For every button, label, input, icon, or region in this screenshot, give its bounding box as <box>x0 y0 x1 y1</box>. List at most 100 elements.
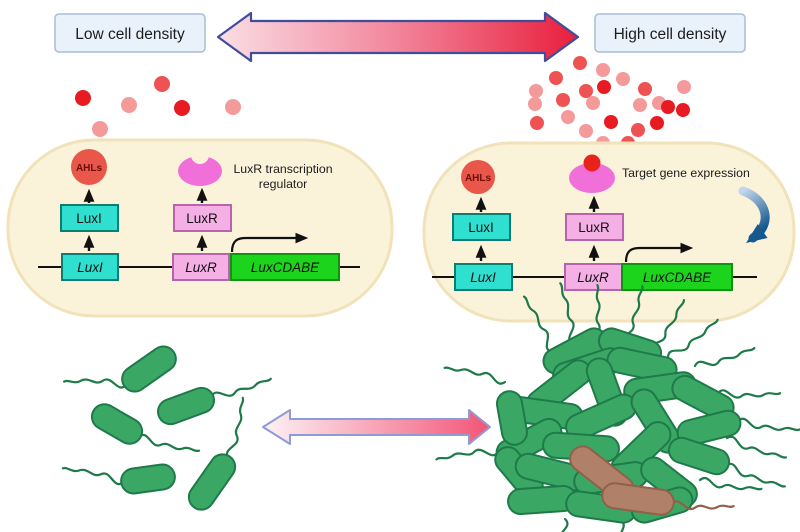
biofilm-bacteria-cluster <box>435 282 800 532</box>
flagellum <box>63 378 128 389</box>
cell-low-density: AHLs LuxR transcription regulator LuxI L… <box>6 138 394 318</box>
ahl-dot <box>528 97 542 111</box>
luxr-protein-label: LuxR <box>186 211 218 226</box>
bacterium <box>676 409 742 447</box>
low-density-label: Low cell density <box>75 26 185 43</box>
flagellum <box>670 500 735 511</box>
bacterium <box>667 436 731 476</box>
luxr-receptor-shape <box>178 156 222 186</box>
flagellum <box>666 318 719 359</box>
flagellum <box>693 346 756 368</box>
luxi-gene-label: LuxI <box>77 260 103 275</box>
bacterium <box>187 453 237 511</box>
flagellum <box>559 282 575 346</box>
luxi-gene-box <box>61 253 119 281</box>
bacterium <box>601 482 675 516</box>
ahl-dot <box>75 90 91 106</box>
ahl-dot <box>174 100 190 116</box>
bacterium <box>495 390 529 446</box>
target-gene-caption: Target gene expression <box>622 166 750 180</box>
flagellum <box>558 517 569 532</box>
ahl-dot <box>677 80 691 94</box>
ahl-label: AHLs <box>76 163 103 174</box>
luxi-protein-box <box>452 213 511 241</box>
ahl-dot <box>561 110 575 124</box>
feedback-curved-arrow <box>738 186 770 243</box>
promoter-arrow <box>624 242 694 263</box>
bacterium <box>156 386 216 426</box>
luxr-gene-label: LuxR <box>577 270 609 285</box>
luxcdabe-gene-label: LuxCDABE <box>251 260 320 275</box>
ahl-dot <box>597 80 611 94</box>
ahl-dots-dense <box>528 56 691 150</box>
bacterium <box>121 345 177 393</box>
luxi-protein-label: LuxI <box>468 220 494 235</box>
luxr-receptor-shape <box>569 163 615 193</box>
ahl-dot <box>92 121 108 137</box>
ahl-dot <box>121 97 137 113</box>
luxi-protein-box <box>60 204 119 232</box>
flagellum <box>225 396 245 460</box>
ahl-label: AHLs <box>465 173 492 184</box>
luxr-protein-label: LuxR <box>578 220 610 235</box>
ahl-dot <box>573 56 587 70</box>
ahl-dot <box>586 96 600 110</box>
ahl-dot <box>530 116 544 130</box>
ahl-dot <box>529 84 543 98</box>
flagellum <box>725 435 788 459</box>
promoter-arrow <box>230 232 309 253</box>
luxr-regulator-caption-line2: regulator <box>259 177 308 191</box>
ahl-dot <box>579 124 593 138</box>
luxr-gene-label: LuxR <box>185 260 217 275</box>
luxr-protein-box <box>173 204 232 232</box>
flagellum <box>522 295 554 354</box>
density-double-arrow-bottom <box>262 409 491 445</box>
planktonic-bacteria-group <box>61 345 272 511</box>
flagellum <box>210 377 272 398</box>
flagellum <box>435 448 500 461</box>
luxcdabe-gene-box <box>621 263 733 291</box>
density-double-arrow-top <box>216 11 580 63</box>
header: Low cell density High cell density <box>54 11 746 63</box>
ahl-dot <box>556 93 570 107</box>
ahl-dot <box>604 115 618 129</box>
high-density-label: High cell density <box>614 26 727 43</box>
ahl-dot <box>631 123 645 137</box>
high-density-box <box>594 13 746 53</box>
ahl-dot <box>154 76 170 92</box>
flagellum <box>137 433 201 453</box>
ahl-dot <box>579 84 593 98</box>
ahl-dot <box>596 63 610 77</box>
luxi-protein-label: LuxI <box>76 211 102 226</box>
ahl-dot <box>638 82 652 96</box>
luxcdabe-gene-label: LuxCDABE <box>643 270 712 285</box>
luxi-gene-label: LuxI <box>470 270 496 285</box>
bound-ahl-ball <box>583 154 601 172</box>
ahl-dot <box>549 71 563 85</box>
flagellum <box>725 462 786 488</box>
ahl-dot <box>225 99 241 115</box>
flagellum <box>737 417 800 432</box>
flagellum <box>618 518 634 532</box>
flagellum <box>443 366 507 385</box>
flagellum <box>61 466 125 486</box>
luxcdabe-gene-box <box>230 253 340 281</box>
ahl-molecule-badge <box>461 160 495 194</box>
ahl-dot <box>661 100 675 114</box>
bacterium <box>90 403 144 445</box>
cell-high-density: AHLs Target gene expression LuxI LuxR Lu… <box>422 141 796 323</box>
ahl-molecule-badge <box>71 149 107 185</box>
bacterium <box>120 463 176 495</box>
receptor-binding-notch <box>191 146 209 164</box>
flagellum <box>716 389 782 399</box>
luxr-regulator-caption-line1: LuxR transcription <box>233 162 332 176</box>
ahl-dots-sparse <box>75 76 241 137</box>
ahl-dot <box>676 103 690 117</box>
luxi-gene-box <box>454 263 513 291</box>
ahl-dot <box>616 72 630 86</box>
low-density-box <box>54 13 206 53</box>
luxr-gene-box <box>172 253 230 281</box>
flagellum <box>698 476 763 491</box>
luxr-protein-box <box>565 213 624 241</box>
